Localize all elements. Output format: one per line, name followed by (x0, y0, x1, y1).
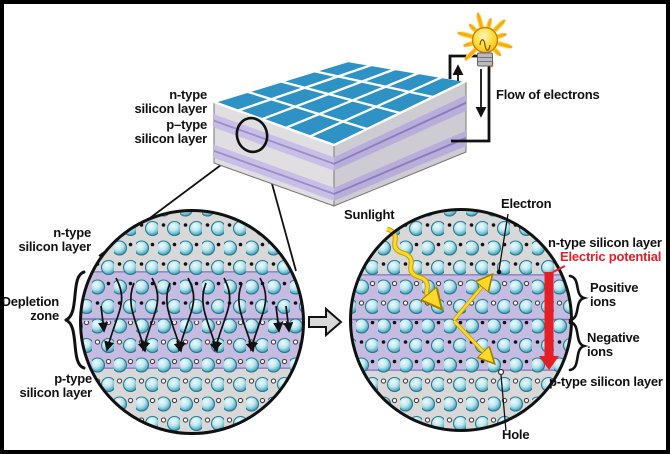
left-circle-n-type-label: n-type silicon layer (18, 225, 91, 254)
panel-top-face (210, 59, 470, 147)
electron-dot (496, 269, 502, 275)
left-junction-circle (79, 209, 305, 435)
solar-panel (210, 59, 470, 207)
hole-path-arrow-icon (452, 319, 493, 362)
panel-cell-grid (237, 63, 443, 138)
negative-ions-label: Negative ions (587, 330, 640, 359)
electron-path-arrow-icon (452, 276, 491, 322)
electron-label: Electron (501, 196, 552, 211)
negative-ions-brace (568, 320, 589, 372)
right-circle-p-type-label: p-type silicon layer (549, 374, 663, 389)
depletion-arrows (98, 277, 294, 353)
electric-potential-pointer-line (552, 265, 566, 273)
panel-n-type-label: n-type silicon layer (134, 87, 207, 116)
zoom-block-arrow-icon (308, 306, 343, 338)
sunlight-label: Sunlight (344, 207, 395, 222)
diagram-artwork (64, 12, 589, 435)
electric-potential-arrow-icon (539, 272, 559, 370)
sunlight-wave-arrow-icon (386, 226, 440, 307)
positive-ions-brace (568, 274, 589, 322)
depletion-brace (64, 270, 86, 370)
hole-dot (497, 368, 505, 376)
electron-pointer-line (498, 213, 509, 271)
hole-label: Hole (502, 427, 530, 442)
panel-p-type-label: p–type silicon layer (134, 117, 207, 146)
magnifier-ellipse (235, 116, 269, 154)
electric-potential-label: Electric potential (560, 249, 662, 264)
positive-ions-label: Positive ions (590, 280, 639, 309)
left-circle-p-type-label: p-type silicon layer (19, 371, 92, 400)
light-bulb-icon (457, 12, 513, 68)
panel-layer-bands (214, 95, 466, 201)
holes-region (351, 372, 571, 430)
flow-of-electrons-label: Flow of electrons (496, 87, 600, 102)
depletion-zone-label: Depletion zone (1, 294, 59, 323)
right-circle-n-type-label: n-type silicon layer (548, 235, 662, 250)
right-junction-circle (349, 208, 573, 432)
